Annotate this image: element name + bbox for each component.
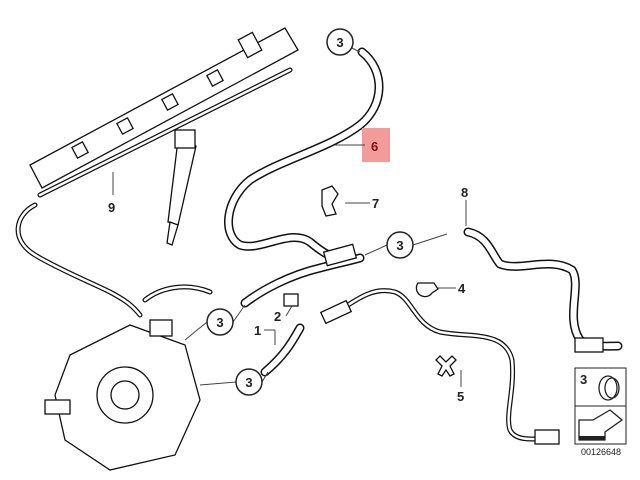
high-pressure-pump bbox=[44, 319, 201, 471]
return-line bbox=[145, 287, 210, 300]
callout-3-bottom[interactable]: 3 bbox=[235, 368, 263, 396]
sensor-2 bbox=[283, 293, 299, 307]
connector bbox=[322, 243, 358, 267]
arrow-icon bbox=[578, 409, 624, 441]
label-part-5[interactable]: 5 bbox=[457, 389, 464, 404]
callout-label: 3 bbox=[245, 375, 252, 390]
legend-box: 3 bbox=[574, 367, 627, 445]
fuel-rail bbox=[29, 27, 299, 189]
clamp-4 bbox=[415, 282, 439, 298]
callout-label: 3 bbox=[216, 315, 223, 330]
label-part-9[interactable]: 9 bbox=[108, 200, 115, 215]
line-9 bbox=[18, 205, 140, 315]
callout-label: 3 bbox=[396, 238, 403, 253]
label-part-8[interactable]: 8 bbox=[461, 185, 468, 200]
label-part-6[interactable]: 6 bbox=[371, 139, 378, 154]
callout-3-mid[interactable]: 3 bbox=[386, 231, 414, 259]
connector bbox=[534, 429, 560, 445]
callout-label: 3 bbox=[336, 35, 343, 50]
highlight-part-6 bbox=[362, 128, 390, 162]
hose-clamp-icon bbox=[598, 375, 620, 401]
clip-7 bbox=[321, 185, 339, 217]
injector bbox=[166, 129, 197, 246]
label-part-2[interactable]: 2 bbox=[274, 309, 281, 324]
callout-3-left[interactable]: 3 bbox=[206, 308, 234, 336]
hose-8 bbox=[468, 232, 618, 346]
callout-3-top[interactable]: 3 bbox=[326, 28, 354, 56]
label-part-4[interactable]: 4 bbox=[458, 281, 466, 296]
connector bbox=[319, 299, 353, 325]
legend-clamp-label: 3 bbox=[580, 372, 587, 387]
connector bbox=[574, 337, 604, 353]
hose-1 bbox=[265, 328, 300, 372]
label-part-7[interactable]: 7 bbox=[372, 196, 379, 211]
diagram-id: 00126648 bbox=[581, 447, 621, 457]
fuel-line-low bbox=[328, 291, 545, 439]
hose-mid bbox=[245, 258, 360, 303]
label-part-1[interactable]: 1 bbox=[254, 323, 261, 338]
clip-5 bbox=[435, 355, 457, 377]
hose-6 bbox=[229, 52, 380, 258]
